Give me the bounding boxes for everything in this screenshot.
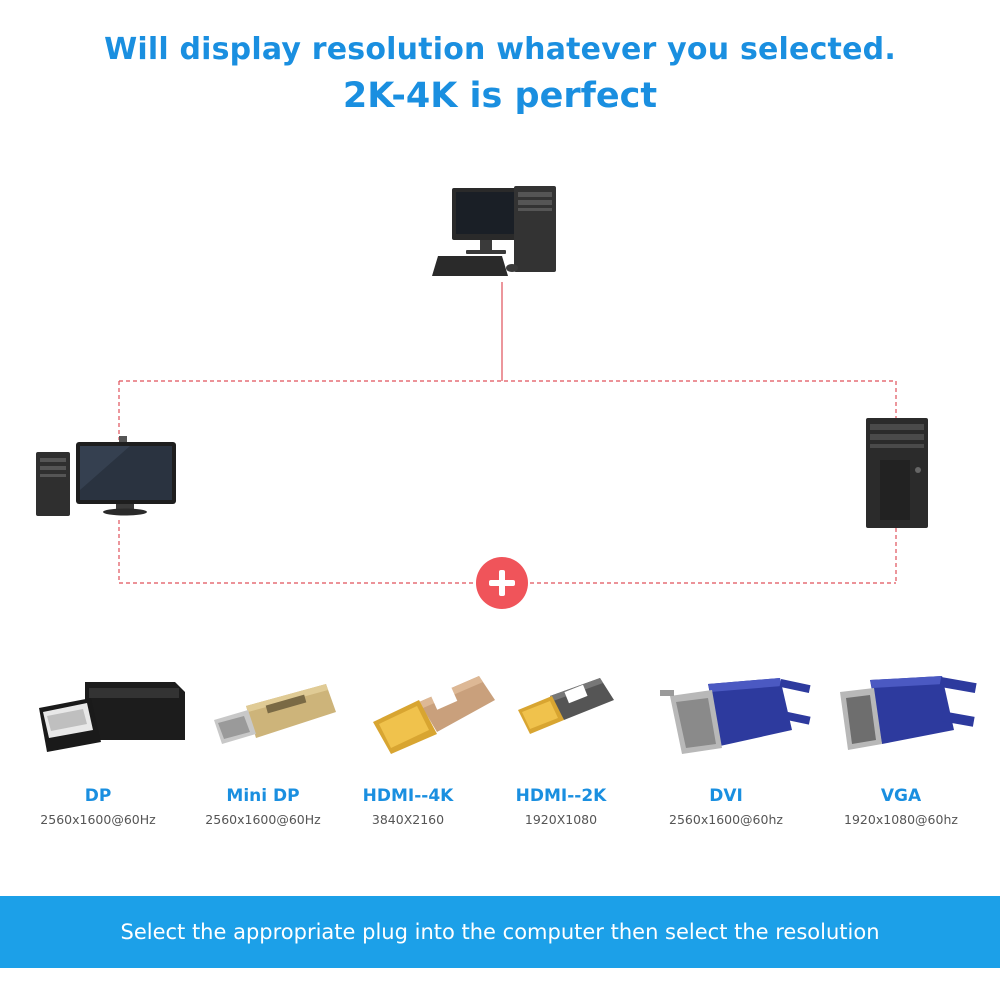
adapter-resolution: 1920X1080 [524,812,598,827]
adapter-label-hdmi-2k: HDMI--2K 1920X1080 [476,786,646,830]
vga-plug-icon [840,676,977,750]
adapter-label-dvi: DVI 2560x1600@60hz [641,786,811,830]
plus-icon [476,557,528,609]
displayport-plug-icon [39,682,185,752]
instruction-text: Select the appropriate plug into the com… [120,920,880,944]
adapter-name: VGA [880,786,922,806]
adapter-resolution: 1920x1080@60hz [844,812,958,827]
adapter-resolution: 2560x1600@60hz [669,812,783,827]
headline: Will display resolution whatever you sel… [104,32,896,67]
adapter-label-mini-dp: Mini DP 2560x1600@60Hz [178,786,348,830]
adapter-label-hdmi-4k: HDMI--4K 3840X2160 [323,786,493,830]
adapter-label-vga: VGA 1920x1080@60hz [816,786,986,830]
dashed-connection-loop [118,380,897,584]
subheadline: 2K-4K is perfect [342,76,658,116]
adapter-resolution: 2560x1600@60Hz [40,812,156,827]
hdmi-2k-plug-icon [518,678,614,734]
hdmi-4k-plug-icon [373,676,495,754]
adapter-name: HDMI--4K [362,786,454,806]
desktop-computer-icon [432,186,556,276]
monitor-with-tower-icon [36,436,176,516]
adapter-resolution: 2560x1600@60Hz [205,812,321,827]
tower-pc-icon [866,418,928,528]
instruction-banner: Select the appropriate plug into the com… [0,896,1000,968]
dvi-plug-icon [660,678,811,754]
adapter-resolution: 3840X2160 [371,812,445,827]
adapter-name: DVI [709,786,743,806]
adapter-label-dp: DP 2560x1600@60Hz [13,786,183,830]
adapter-name: HDMI--2K [515,786,607,806]
adapter-name: DP [84,786,112,806]
mini-displayport-plug-icon [214,684,336,744]
adapter-name: Mini DP [226,786,300,806]
